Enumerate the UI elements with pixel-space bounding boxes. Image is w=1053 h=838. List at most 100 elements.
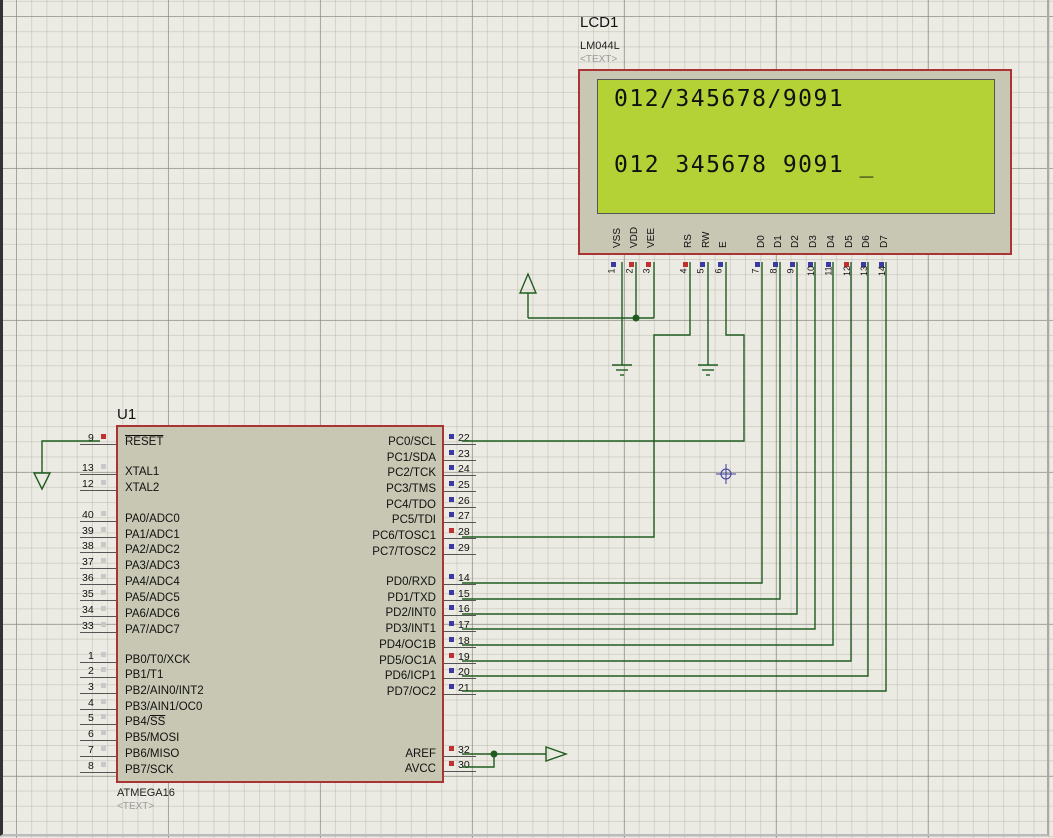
mcu-pin-lead xyxy=(444,600,476,601)
mcu-pin-label: PB6/MISO xyxy=(125,748,180,760)
mcu-pin-label: AREF xyxy=(405,748,436,760)
lcd-pin-marker[interactable] xyxy=(629,262,634,267)
mcu-pin-label: PA4/ADC4 xyxy=(125,576,180,588)
mcu-pin-marker[interactable] xyxy=(449,528,454,533)
mcu-pin-marker[interactable] xyxy=(101,558,106,563)
mcu-pin-lead xyxy=(444,584,476,585)
mcu-pin-number: 5 xyxy=(88,712,94,724)
mcu-pin-label: PD1/TXD xyxy=(387,592,436,604)
lcd-pin-marker[interactable] xyxy=(790,262,795,267)
mcu-pin-marker[interactable] xyxy=(449,746,454,751)
mcu-pin-marker[interactable] xyxy=(449,481,454,486)
mcu-pin-marker[interactable] xyxy=(101,590,106,595)
mcu-pin-marker[interactable] xyxy=(449,605,454,610)
mcu-pin-marker[interactable] xyxy=(101,480,106,485)
mcu-pin-lead xyxy=(444,507,476,508)
mcu-pin-marker[interactable] xyxy=(101,542,106,547)
mcu-pin-number: 40 xyxy=(82,509,94,521)
mcu-pin-marker[interactable] xyxy=(101,511,106,516)
mcu-pin-lead xyxy=(80,632,116,633)
mcu-pin-number: 9 xyxy=(88,432,94,444)
lcd-pin-marker[interactable] xyxy=(861,262,866,267)
mcu-pin-lead xyxy=(80,521,116,522)
mcu-pin-label: PB3/AIN1/OC0 xyxy=(125,701,203,713)
lcd-pin-marker[interactable] xyxy=(646,262,651,267)
lcd-pin-marker[interactable] xyxy=(826,262,831,267)
lcd-pin-marker[interactable] xyxy=(773,262,778,267)
lcd-text-placeholder: <TEXT> xyxy=(580,54,618,65)
mcu-pin-number: 33 xyxy=(82,620,94,632)
mcu-pin-label: PB0/T0/XCK xyxy=(125,654,191,666)
mcu-pin-number: 29 xyxy=(458,542,470,554)
mcu-pin-marker[interactable] xyxy=(449,450,454,455)
mcu-pin-marker[interactable] xyxy=(101,652,106,657)
mcu-pin-number: 18 xyxy=(458,635,470,647)
mcu-pin-label: PB2/AIN0/INT2 xyxy=(125,685,204,697)
mcu-pin-number: 23 xyxy=(458,448,470,460)
mcu-pin-marker[interactable] xyxy=(101,574,106,579)
mcu-pin-marker[interactable] xyxy=(101,606,106,611)
mcu-pin-number: 20 xyxy=(458,666,470,678)
mcu-pin-number: 38 xyxy=(82,540,94,552)
mcu-pin-marker[interactable] xyxy=(449,761,454,766)
mcu-pin-number: 6 xyxy=(88,728,94,740)
mcu-pin-marker[interactable] xyxy=(449,497,454,502)
mcu-pin-lead xyxy=(444,631,476,632)
lcd-pin-marker[interactable] xyxy=(844,262,849,267)
lcd-pin-marker[interactable] xyxy=(808,262,813,267)
mcu-pin-label: PD6/ICP1 xyxy=(384,670,436,682)
mcu-pin-lead xyxy=(80,724,116,725)
mcu-pin-marker[interactable] xyxy=(449,590,454,595)
mcu-pin-marker[interactable] xyxy=(101,464,106,469)
mcu-pin-marker[interactable] xyxy=(101,746,106,751)
mcu-pin-marker[interactable] xyxy=(449,465,454,470)
mcu-pin-marker[interactable] xyxy=(101,699,106,704)
lcd-pin-marker[interactable] xyxy=(879,262,884,267)
mcu-pin-marker[interactable] xyxy=(101,762,106,767)
mcu-pin-lead xyxy=(80,600,116,601)
mcu-pin-label: PC7/TOSC2 xyxy=(372,546,436,558)
mcu-pin-marker[interactable] xyxy=(449,653,454,658)
mcu-pin-number: 16 xyxy=(458,603,470,615)
mcu-pin-label: XTAL1 xyxy=(125,466,160,478)
mcu-pin-marker[interactable] xyxy=(449,637,454,642)
mcu-pin-lead xyxy=(80,693,116,694)
junction-dot xyxy=(490,750,498,758)
mcu-pin-number: 27 xyxy=(458,510,470,522)
mcu-pin-lead xyxy=(80,490,116,491)
mcu-pin-marker[interactable] xyxy=(101,434,106,439)
lcd-line-1: 012/345678/9091 xyxy=(614,86,845,112)
mcu-component[interactable] xyxy=(116,425,444,783)
mcu-pin-lead xyxy=(444,460,476,461)
mcu-pin-label: XTAL2 xyxy=(125,482,160,494)
lcd-pin-marker[interactable] xyxy=(718,262,723,267)
lcd-pin-marker[interactable] xyxy=(755,262,760,267)
mcu-pin-number: 2 xyxy=(88,665,94,677)
mcu-pin-label: PA1/ADC1 xyxy=(125,529,180,541)
mcu-pin-marker[interactable] xyxy=(449,684,454,689)
mcu-pin-marker[interactable] xyxy=(449,512,454,517)
mcu-pin-marker[interactable] xyxy=(449,434,454,439)
mcu-pin-label: PB7/SCK xyxy=(125,764,174,776)
mcu-pin-marker[interactable] xyxy=(101,527,106,532)
mcu-pin-marker[interactable] xyxy=(101,622,106,627)
mcu-pin-lead xyxy=(444,647,476,648)
lcd-pin-marker[interactable] xyxy=(611,262,616,267)
mcu-pin-marker[interactable] xyxy=(449,544,454,549)
mcu-pin-number: 22 xyxy=(458,432,470,444)
lcd-pin-marker[interactable] xyxy=(700,262,705,267)
mcu-pin-label: PB1/T1 xyxy=(125,669,164,681)
mcu-pin-marker[interactable] xyxy=(101,714,106,719)
lcd-part-label: LM044L xyxy=(580,40,620,52)
mcu-ref-label: U1 xyxy=(117,406,137,423)
mcu-pin-marker[interactable] xyxy=(101,667,106,672)
mcu-pin-number: 19 xyxy=(458,651,470,663)
mcu-pin-marker[interactable] xyxy=(101,730,106,735)
mcu-pin-marker[interactable] xyxy=(449,668,454,673)
mcu-pin-marker[interactable] xyxy=(449,574,454,579)
mcu-pin-number: 37 xyxy=(82,556,94,568)
lcd-pin-marker[interactable] xyxy=(683,262,688,267)
mcu-pin-marker[interactable] xyxy=(449,621,454,626)
mcu-pin-marker[interactable] xyxy=(101,683,106,688)
